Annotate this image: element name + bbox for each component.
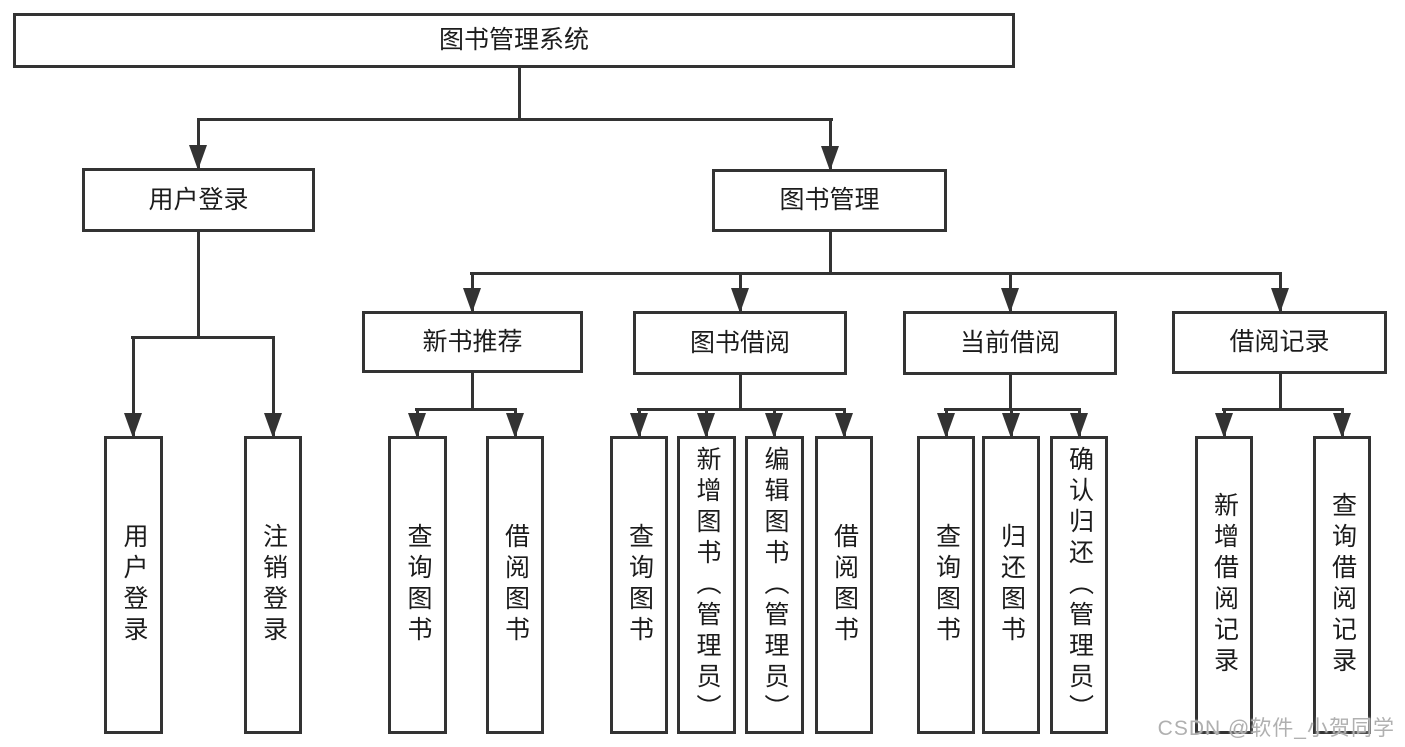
node-user-login-label: 用户登录 [148,185,249,214]
node-new-book-recommend-label: 新书推荐 [422,327,523,356]
arrowhead-down-icon [821,146,839,171]
arrowhead-down-icon [835,413,853,438]
leaf-borrow-books-borrowing: 借阅图书 [815,436,873,734]
leaf-add-borrow-record: 新增借阅记录 [1195,436,1253,734]
watermark: CSDN @软件_小贺同学 [1157,717,1395,740]
arrowhead-down-icon [731,288,749,313]
node-current-borrowing-label: 当前借阅 [959,328,1060,357]
leaf-query-books-recommend-label: 查询图书 [404,523,432,647]
node-borrowing-records: 借阅记录 [1172,311,1387,374]
node-library-system: 图书管理系统 [13,13,1015,68]
connector-vline [1278,374,1282,411]
leaf-confirm-return-admin-label: 确认归还（管理员） [1065,445,1094,725]
leaf-query-books-current-label: 查询图书 [932,523,961,647]
leaf-add-book-admin-label: 新增图书（管理员） [693,445,721,725]
arrowhead-down-icon [937,413,955,438]
connector-hline [197,118,833,121]
connector-hline [944,408,1081,411]
arrowhead-down-icon [1333,413,1351,438]
connector-vline [828,118,832,169]
leaf-return-books: 归还图书 [982,436,1040,734]
connector-vline [1008,375,1012,411]
leaf-query-borrow-record-label: 查询借阅记录 [1328,492,1357,678]
connector-vline [196,232,200,339]
leaf-query-books-recommend: 查询图书 [388,436,447,734]
arrowhead-down-icon [1070,413,1088,438]
leaf-logout-login: 注销登录 [244,436,302,734]
arrowhead-down-icon [630,413,648,438]
leaf-borrow-books-recommend-label: 借阅图书 [501,523,530,647]
connector-vline [271,336,275,436]
connector-hline [131,336,275,339]
arrowhead-down-icon [1001,288,1019,313]
arrowhead-down-icon [408,413,426,438]
arrowhead-down-icon [765,413,783,438]
leaf-add-borrow-record-label: 新增借阅记录 [1210,492,1239,678]
leaf-edit-book-admin-label: 编辑图书（管理员） [761,445,789,725]
connector-hline [1222,408,1344,411]
leaf-user-login: 用户登录 [104,436,163,734]
connector-hline [415,408,517,411]
connector-vline [131,336,135,436]
leaf-query-books-borrowing: 查询图书 [610,436,668,734]
node-library-system-label: 图书管理系统 [438,26,589,54]
connector-vline [738,375,742,411]
arrowhead-down-icon [1002,413,1020,438]
leaf-add-book-admin: 新增图书（管理员） [677,436,736,734]
node-book-management-label: 图书管理 [779,186,880,214]
leaf-user-login-label: 用户登录 [120,523,148,647]
arrowhead-down-icon [1271,288,1289,313]
connector-hline [637,408,846,411]
node-borrowing-records-label: 借阅记录 [1229,328,1330,356]
leaf-borrow-books-borrowing-label: 借阅图书 [830,523,859,647]
connector-vline [196,118,200,168]
arrowhead-down-icon [264,413,282,438]
leaf-borrow-books-recommend: 借阅图书 [486,436,544,734]
connector-vline [517,68,521,120]
leaf-query-books-current: 查询图书 [917,436,975,734]
arrowhead-down-icon [189,145,207,170]
arrowhead-down-icon [1215,413,1233,438]
leaf-confirm-return-admin: 确认归还（管理员） [1050,436,1108,734]
leaf-logout-login-label: 注销登录 [259,523,288,647]
node-user-login: 用户登录 [82,168,315,232]
node-current-borrowing: 当前借阅 [903,311,1117,375]
node-book-borrowing: 图书借阅 [633,311,847,375]
connector-hline [470,272,1282,275]
arrowhead-down-icon [506,413,524,438]
node-book-borrowing-label: 图书借阅 [689,328,790,357]
connector-vline [470,373,474,411]
leaf-edit-book-admin: 编辑图书（管理员） [745,436,804,734]
leaf-return-books-label: 归还图书 [997,523,1026,647]
arrowhead-down-icon [124,413,142,438]
arrowhead-down-icon [463,288,481,313]
leaf-query-books-borrowing-label: 查询图书 [625,523,654,647]
leaf-query-borrow-record: 查询借阅记录 [1313,436,1371,734]
connector-vline [828,232,832,275]
arrowhead-down-icon [697,413,715,438]
node-new-book-recommend: 新书推荐 [362,311,583,373]
node-book-management: 图书管理 [712,169,947,232]
